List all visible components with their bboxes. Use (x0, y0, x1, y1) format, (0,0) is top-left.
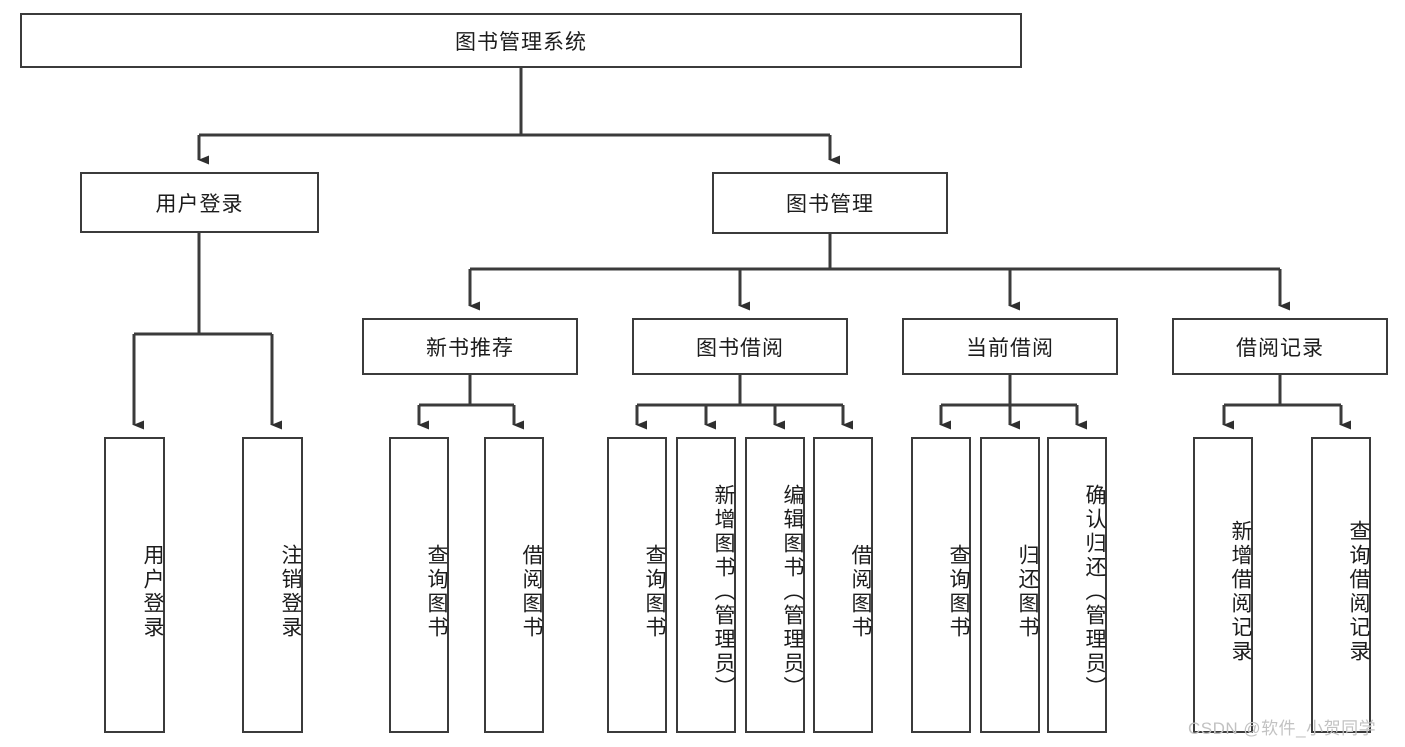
leaf-borrow-borrow-book[interactable]: 借阅图书 (813, 437, 873, 733)
node-label: 编辑图书（管理员） (781, 484, 804, 700)
node-label: 新增借阅记录 (1229, 520, 1252, 664)
node-book-borrow[interactable]: 图书借阅 (632, 318, 848, 375)
node-user-login[interactable]: 用户登录 (80, 172, 319, 233)
node-borrow-record[interactable]: 借阅记录 (1172, 318, 1388, 375)
node-label: 查询图书 (947, 544, 970, 640)
leaf-current-confirm-return-admin[interactable]: 确认归还（管理员） (1047, 437, 1107, 733)
node-label: 确认归还（管理员） (1083, 484, 1106, 700)
node-label: 查询图书 (643, 544, 666, 640)
node-label: 借阅图书 (520, 544, 543, 640)
node-book-management[interactable]: 图书管理 (712, 172, 948, 234)
leaf-record-query-borrow-record[interactable]: 查询借阅记录 (1311, 437, 1371, 733)
node-label: 当前借阅 (966, 336, 1054, 360)
leaf-recommend-borrow-book[interactable]: 借阅图书 (484, 437, 544, 733)
node-current-borrow[interactable]: 当前借阅 (902, 318, 1118, 375)
node-label: 借阅记录 (1236, 336, 1324, 360)
node-label: 借阅图书 (849, 544, 872, 640)
node-label: 图书管理 (786, 193, 874, 216)
leaf-current-return-book[interactable]: 归还图书 (980, 437, 1040, 733)
csdn-watermark: CSDN @软件_小贺同学 (1188, 719, 1377, 738)
node-label: 注销登录 (279, 544, 302, 640)
node-label: 用户登录 (141, 544, 164, 640)
node-label: 新增图书（管理员） (712, 484, 735, 700)
node-label: 查询借阅记录 (1347, 520, 1370, 664)
leaf-borrow-edit-book-admin[interactable]: 编辑图书（管理员） (745, 437, 805, 733)
leaf-recommend-query-book[interactable]: 查询图书 (389, 437, 449, 733)
leaf-logout-login[interactable]: 注销登录 (242, 437, 303, 733)
node-label: 用户登录 (155, 192, 244, 216)
node-new-book-recommend[interactable]: 新书推荐 (362, 318, 578, 375)
leaf-borrow-add-book-admin[interactable]: 新增图书（管理员） (676, 437, 736, 733)
node-root-book-management-system[interactable]: 图书管理系统 (20, 13, 1022, 68)
node-label: 图书管理系统 (455, 30, 587, 54)
leaf-borrow-query-book[interactable]: 查询图书 (607, 437, 667, 733)
node-label: 查询图书 (425, 544, 448, 640)
leaf-record-add-borrow-record[interactable]: 新增借阅记录 (1193, 437, 1253, 733)
leaf-current-query-book[interactable]: 查询图书 (911, 437, 971, 733)
node-label: 归还图书 (1016, 544, 1039, 640)
leaf-user-login[interactable]: 用户登录 (104, 437, 165, 733)
node-label: 图书借阅 (696, 336, 784, 360)
node-label: 新书推荐 (426, 336, 514, 360)
